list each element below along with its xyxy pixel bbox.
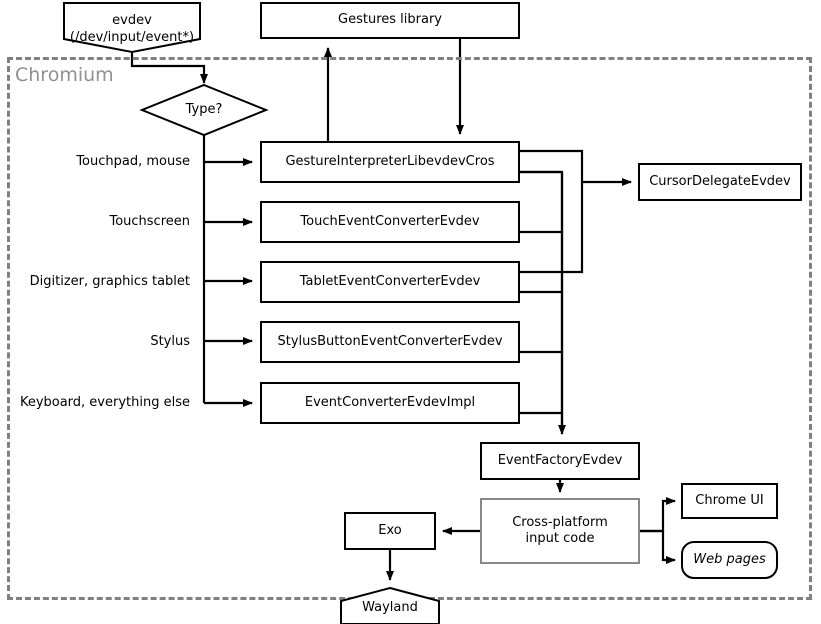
node-tablet-converter-label: TabletEventConverterEvdev bbox=[299, 273, 481, 289]
node-event-converter-impl-label: EventConverterEvdevImpl bbox=[304, 394, 476, 410]
node-cursor-delegate-evdev[interactable]: CursorDelegateEvdev bbox=[638, 163, 802, 201]
node-event-converter-evdev-impl[interactable]: EventConverterEvdevImpl bbox=[260, 382, 520, 424]
node-gestures-library[interactable]: Gestures library bbox=[260, 2, 520, 39]
node-chrome-ui-label: Chrome UI bbox=[695, 492, 764, 508]
node-event-factory-label: EventFactoryEvdev bbox=[497, 452, 623, 468]
edge-label-keyboard: Keyboard, everything else bbox=[19, 395, 190, 410]
node-evdev-line1: evdev bbox=[112, 13, 152, 29]
node-tablet-event-converter-evdev[interactable]: TabletEventConverterEvdev bbox=[260, 261, 520, 303]
node-gesture-interpreter-libevdev-cros[interactable]: GestureInterpreterLibevdevCros bbox=[260, 141, 520, 183]
node-cross-platform-line1: Cross-platform bbox=[512, 514, 608, 530]
node-evdev-line2: (/dev/input/event*) bbox=[69, 29, 195, 45]
edge-label-touchscreen: Touchscreen bbox=[109, 214, 190, 229]
node-exo[interactable]: Exo bbox=[344, 512, 436, 550]
chromium-boundary-label: Chromium bbox=[15, 64, 114, 86]
node-gesture-interpreter-label: GestureInterpreterLibevdevCros bbox=[285, 153, 495, 169]
node-cross-platform-input-code[interactable]: Cross-platform input code bbox=[480, 498, 640, 564]
node-touch-event-converter-evdev[interactable]: TouchEventConverterEvdev bbox=[260, 201, 520, 243]
node-stylus-button-event-converter-evdev[interactable]: StylusButtonEventConverterEvdev bbox=[260, 321, 520, 363]
node-wayland[interactable]: Wayland bbox=[340, 586, 440, 624]
node-touch-converter-label: TouchEventConverterEvdev bbox=[300, 213, 480, 229]
node-chrome-ui[interactable]: Chrome UI bbox=[681, 483, 778, 519]
node-gestures-library-label: Gestures library bbox=[338, 12, 442, 28]
node-exo-label: Exo bbox=[378, 522, 402, 538]
node-web-pages[interactable]: Web pages bbox=[681, 541, 778, 579]
node-evdev[interactable]: evdev (/dev/input/event*) bbox=[63, 2, 201, 54]
edge-label-digitizer: Digitizer, graphics tablet bbox=[29, 274, 190, 289]
node-type-decision[interactable]: Type? bbox=[139, 83, 269, 137]
edge-label-touchpad-mouse: Touchpad, mouse bbox=[76, 154, 190, 169]
node-type-decision-label: Type? bbox=[185, 101, 223, 117]
node-cross-platform-line2: input code bbox=[525, 531, 595, 546]
node-cursor-delegate-label: CursorDelegateEvdev bbox=[649, 173, 791, 189]
node-event-factory-evdev[interactable]: EventFactoryEvdev bbox=[480, 442, 640, 480]
node-web-pages-label: Web pages bbox=[693, 551, 766, 567]
node-wayland-label: Wayland bbox=[362, 600, 418, 616]
edge-label-stylus: Stylus bbox=[150, 334, 190, 349]
node-stylus-converter-label: StylusButtonEventConverterEvdev bbox=[277, 333, 503, 349]
